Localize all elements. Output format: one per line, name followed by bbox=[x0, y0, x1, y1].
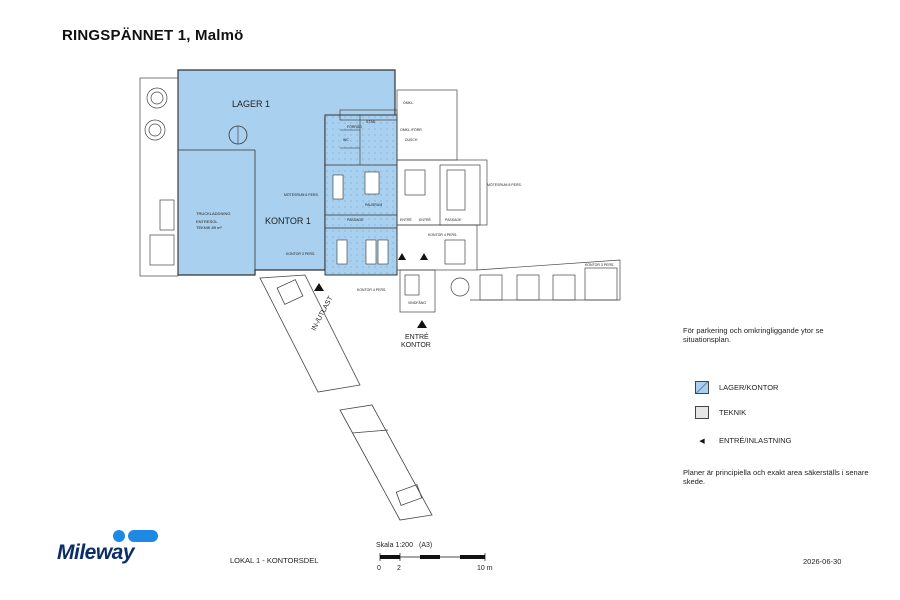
lokal-label: LOKAL 1 - KONTORSDEL bbox=[230, 556, 319, 565]
label-teknik: TEKNIK 89 m² bbox=[196, 225, 222, 230]
date-label: 2026-06-30 bbox=[803, 557, 842, 566]
entry-arrow-side-2 bbox=[420, 253, 428, 260]
label-omkl-forr: OMKL./FÖRR. bbox=[400, 128, 423, 132]
legend-swatch-lager bbox=[695, 381, 709, 394]
parking-note: För parkering och omkringliggande ytor s… bbox=[683, 326, 824, 344]
label-wc: WC bbox=[343, 138, 349, 142]
label-kontor: KONTOR 1 bbox=[265, 216, 311, 226]
scale-tick-10: 10 m bbox=[477, 565, 493, 572]
label-omkl: OMKL. bbox=[403, 101, 414, 105]
label-truck: TRUCKLADDNING bbox=[196, 211, 230, 216]
label-in-utlast: IN-/UTLAST bbox=[311, 295, 335, 333]
disclaimer: Planer är principiella och exakt area sä… bbox=[683, 468, 869, 486]
label-entre-kontor-1: ENTRÉ bbox=[405, 332, 429, 341]
entry-arrow-in-utlast bbox=[314, 283, 324, 291]
legend-swatch-teknik bbox=[695, 406, 709, 419]
label-kontor-3: KONTOR 3 PERS. bbox=[286, 252, 315, 256]
label-entresol: ENTRESOL bbox=[196, 219, 218, 224]
label-motesrum-1: MÖTESRUM 6 PERS. bbox=[284, 193, 319, 197]
label-kontor-4: KONTOR 4 PERS. bbox=[357, 288, 386, 292]
label-entre-2: ENTRÉ bbox=[419, 217, 432, 222]
page-title: RINGSPÄNNET 1, Malmö bbox=[62, 27, 244, 44]
kontor-area bbox=[324, 114, 398, 276]
legend-item-teknik: TEKNIK bbox=[695, 406, 746, 419]
label-entre-kontor-2: KONTOR bbox=[401, 342, 431, 349]
entry-arrows bbox=[314, 253, 428, 328]
legend-item-entre: ◀ ENTRÉ/INLASTNING bbox=[695, 436, 792, 445]
label-pausrum: PAUSRUM bbox=[365, 203, 382, 207]
label-forrad: FÖRRÅD bbox=[347, 124, 362, 129]
scale-tick-2: 2 bbox=[397, 565, 401, 572]
scale-bar bbox=[379, 553, 486, 561]
label-entre-1: ENTRÉ bbox=[400, 217, 413, 222]
label-passage-1: PASSAGE bbox=[347, 218, 364, 222]
label-kontor-3b: KONTOR 3 PERS. bbox=[585, 263, 614, 267]
label-vindfang: VINDFÅNG bbox=[408, 300, 426, 305]
brand-logo-icon bbox=[113, 530, 158, 542]
legend-label-teknik: TEKNIK bbox=[719, 408, 747, 417]
label-kontor-4b: KONTOR 4 PERS. bbox=[428, 233, 457, 237]
scale-label: Skala 1:200 bbox=[376, 542, 413, 549]
scale-tick-0: 0 bbox=[377, 565, 381, 572]
label-lager: LAGER 1 bbox=[232, 99, 270, 109]
entry-arrow-side bbox=[398, 253, 406, 260]
label-passage-2: PASSAGE bbox=[445, 218, 462, 222]
entry-arrow-kontor bbox=[417, 320, 427, 328]
legend-label-lager-kontor: LAGER/KONTOR bbox=[719, 383, 779, 392]
arrow-left-icon: ◀ bbox=[699, 437, 705, 445]
left-structures bbox=[139, 77, 179, 277]
right-rooms bbox=[339, 89, 621, 313]
loading-ramp bbox=[259, 274, 433, 521]
legend-item-lager-kontor: LAGER/KONTOR bbox=[695, 381, 778, 394]
brand-name: Mileway bbox=[57, 541, 135, 564]
label-motesrum-2: MÖTESRUM 8 PERS. bbox=[487, 183, 522, 187]
label-dusch: DUSCH bbox=[405, 138, 418, 142]
legend-label-entre: ENTRÉ/INLASTNING bbox=[719, 436, 792, 445]
label-stad: STÄD bbox=[366, 120, 376, 124]
scale-format: (A3) bbox=[419, 542, 432, 549]
